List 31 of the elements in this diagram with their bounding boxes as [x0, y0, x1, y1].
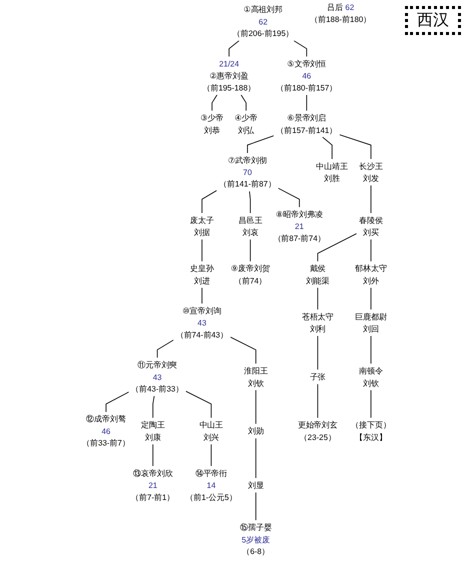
connector	[249, 190, 251, 214]
connector	[255, 492, 256, 521]
connector	[152, 444, 154, 467]
connector	[293, 40, 308, 58]
connector	[106, 392, 130, 412]
connector	[317, 287, 318, 310]
connector	[230, 336, 256, 364]
connector	[370, 184, 372, 214]
connector	[306, 94, 308, 112]
connector	[240, 94, 246, 112]
connector	[370, 287, 372, 310]
connector	[317, 233, 357, 262]
connector	[370, 336, 372, 364]
connector	[339, 134, 372, 160]
connector	[250, 239, 251, 262]
connector	[185, 390, 212, 418]
connector	[255, 438, 256, 478]
connector	[255, 390, 256, 424]
connector	[228, 40, 240, 58]
connector	[278, 188, 300, 208]
connector	[317, 384, 318, 418]
connector	[322, 136, 332, 160]
connector	[152, 396, 155, 418]
connector	[370, 390, 372, 418]
title: 西汉	[405, 6, 461, 35]
connector	[210, 444, 212, 467]
connector	[317, 336, 318, 370]
connector	[212, 94, 218, 112]
connector	[370, 239, 372, 262]
connector	[247, 135, 274, 154]
connector	[156, 340, 174, 358]
